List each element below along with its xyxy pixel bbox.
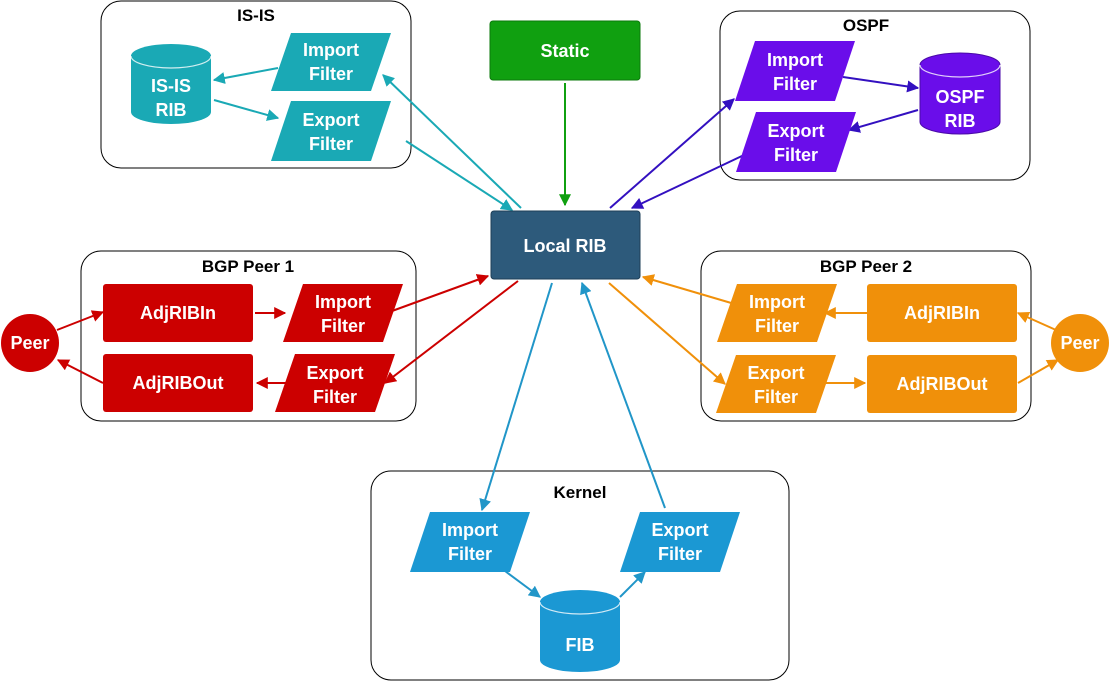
kernel-export-filter[interactable]: Export Filter xyxy=(620,512,740,572)
arrow-adjribout2-to-peer xyxy=(1017,359,1060,384)
arrow-isis-rib-to-export xyxy=(213,99,280,121)
arrow-local-rib-to-ospf-import xyxy=(609,98,735,209)
bgp2-import-filter[interactable]: Import Filter xyxy=(717,284,837,342)
isis-rib-node[interactable]: IS-IS RIB xyxy=(130,44,212,124)
bgp1-adjribout-node[interactable]: AdjRIBOut xyxy=(103,354,253,412)
kernel-import-filter-label-1: Import xyxy=(442,520,498,540)
bgp2-adjribout-node[interactable]: AdjRIBOut xyxy=(867,355,1017,413)
kernel-import-filter-label-2: Filter xyxy=(448,544,492,564)
bgp2-adjribin-node[interactable]: AdjRIBIn xyxy=(867,284,1017,342)
isis-arrows xyxy=(212,67,522,211)
bgp2-import-filter-label-1: Import xyxy=(749,292,805,312)
ospf-rib-node[interactable]: OSPF RIB xyxy=(919,52,1001,135)
ospf-export-filter-label-1: Export xyxy=(767,121,824,141)
bgp1-peer-node[interactable]: Peer xyxy=(1,314,59,372)
bgp-peer-1-group-title: BGP Peer 1 xyxy=(202,257,294,276)
arrow-adjribout1-to-peer xyxy=(56,359,104,384)
isis-import-filter-label-2: Filter xyxy=(309,64,353,84)
static-node-label: Static xyxy=(540,41,589,61)
bgp1-export-filter-label-2: Filter xyxy=(313,387,357,407)
bgp1-adjribin-node[interactable]: AdjRIBIn xyxy=(103,284,253,342)
arrow-local-rib-to-bgp2-export xyxy=(608,282,726,385)
bgp-peer-2-group-title: BGP Peer 2 xyxy=(820,257,912,276)
isis-export-filter-label-1: Export xyxy=(302,110,359,130)
isis-rib-label-2: RIB xyxy=(156,100,187,120)
isis-export-filter[interactable]: Export Filter xyxy=(271,101,391,161)
static-node[interactable]: Static xyxy=(489,20,641,81)
arrow-isis-export-to-local-rib xyxy=(405,140,514,211)
ospf-import-filter[interactable]: Import Filter xyxy=(735,41,855,101)
kernel-group-title: Kernel xyxy=(554,483,607,502)
kernel-import-filter[interactable]: Import Filter xyxy=(410,512,530,572)
bgp1-export-filter-label-1: Export xyxy=(306,363,363,383)
arrow-peer2-to-adjribin xyxy=(1016,311,1057,331)
fib-node[interactable]: FIB xyxy=(539,590,621,672)
ospf-rib-label-1: OSPF xyxy=(935,87,984,107)
fib-label: FIB xyxy=(566,635,595,655)
arrow-bgp1-import-to-local-rib xyxy=(391,274,490,312)
ospf-export-filter-label-2: Filter xyxy=(774,145,818,165)
arrow-ospf-rib-to-export xyxy=(847,109,919,133)
kernel-export-filter-label-1: Export xyxy=(651,520,708,540)
kernel-export-filter-label-2: Filter xyxy=(658,544,702,564)
ospf-rib-label-2: RIB xyxy=(945,111,976,131)
kernel-arrows xyxy=(479,281,666,598)
bgp2-peer-node[interactable]: Peer xyxy=(1051,314,1109,372)
arrow-local-rib-to-bgp1-export xyxy=(384,280,519,384)
ospf-arrows xyxy=(609,76,920,209)
arrow-peer1-to-adjribin xyxy=(56,310,105,331)
local-rib-node-label: Local RIB xyxy=(523,236,606,256)
bgp1-peer-label: Peer xyxy=(10,333,49,353)
bgp2-export-filter-label-1: Export xyxy=(747,363,804,383)
bgp2-peer-label: Peer xyxy=(1060,333,1099,353)
ospf-import-filter-label-1: Import xyxy=(767,50,823,70)
arrow-isis-import-to-rib xyxy=(212,67,279,84)
local-rib-node[interactable]: Local RIB xyxy=(490,210,641,280)
bgp2-import-filter-label-2: Filter xyxy=(755,316,799,336)
bgp1-import-filter-label-1: Import xyxy=(315,292,371,312)
bgp1-import-filter[interactable]: Import Filter xyxy=(283,284,403,342)
isis-rib-label-1: IS-IS xyxy=(151,76,191,96)
ospf-import-filter-label-2: Filter xyxy=(773,74,817,94)
arrow-ospf-import-to-rib xyxy=(842,76,920,93)
arrow-local-rib-to-isis-import xyxy=(382,74,522,209)
bgp2-export-filter[interactable]: Export Filter xyxy=(716,355,836,413)
bgp1-adjribout-label: AdjRIBOut xyxy=(133,373,224,393)
arrow-kernel-import-to-fib xyxy=(504,570,541,598)
bgp2-export-filter-label-2: Filter xyxy=(754,387,798,407)
bgp1-export-filter[interactable]: Export Filter xyxy=(275,354,395,412)
arrow-fib-to-kernel-export xyxy=(619,571,646,598)
arrow-kernel-export-to-local-rib xyxy=(580,281,666,509)
isis-group-title: IS-IS xyxy=(237,6,275,25)
bgp2-adjribout-label: AdjRIBOut xyxy=(897,374,988,394)
bgp1-import-filter-label-2: Filter xyxy=(321,316,365,336)
isis-import-filter-label-1: Import xyxy=(303,40,359,60)
arrow-local-rib-to-kernel-import xyxy=(479,282,553,512)
arrow-ospf-export-to-local-rib xyxy=(630,154,745,209)
isis-export-filter-label-2: Filter xyxy=(309,134,353,154)
bgp1-adjribin-label: AdjRIBIn xyxy=(140,303,216,323)
ospf-group-title: OSPF xyxy=(843,16,889,35)
isis-import-filter[interactable]: Import Filter xyxy=(271,33,391,91)
bgp-peer-1-arrows xyxy=(56,274,519,389)
bgp-peer-2-arrows xyxy=(608,274,1060,389)
arrow-bgp2-import-to-local-rib xyxy=(641,274,739,306)
bgp2-adjribin-label: AdjRIBIn xyxy=(904,303,980,323)
ospf-export-filter[interactable]: Export Filter xyxy=(736,112,856,172)
